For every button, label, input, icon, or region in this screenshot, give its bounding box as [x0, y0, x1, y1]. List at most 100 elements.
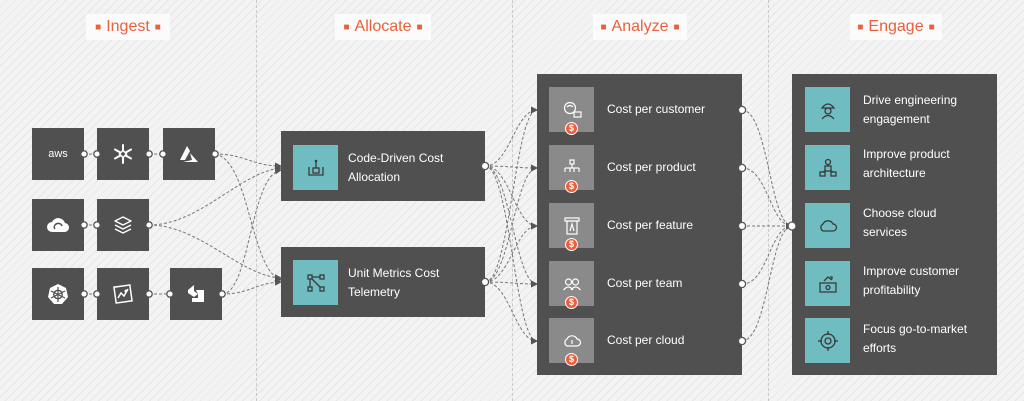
column-title-text: Ingest: [106, 18, 150, 35]
connector-node: [166, 290, 174, 298]
label-line: Improve customer: [863, 264, 960, 278]
unit-metrics-icon-tile: [293, 260, 338, 305]
column-title-analyze: ■ Analyze ■: [593, 14, 687, 40]
datadog-icon: [188, 285, 204, 302]
analyze-label: Cost per customer: [607, 102, 706, 116]
column-title-ingest: ■ Ingest ■: [86, 14, 170, 40]
code-allocation-icon-tile: [293, 145, 338, 190]
label-line: Code-Driven Cost: [348, 151, 444, 165]
connector-node: [80, 150, 88, 158]
connector-node: [737, 336, 747, 346]
connector-node: [737, 163, 747, 173]
connector-node: [145, 290, 153, 298]
snowflake-icon: [114, 144, 132, 164]
source-datadog: [170, 268, 222, 320]
feature-icon: [563, 216, 580, 235]
analyze-label: Cost per product: [607, 160, 696, 174]
source-aws: aws: [32, 128, 84, 180]
label-line: profitability: [863, 283, 921, 297]
engage-label: Improve product architecture: [863, 145, 950, 183]
aws-icon: aws: [48, 148, 68, 160]
connector-node: [159, 150, 167, 158]
label-line: architecture: [863, 166, 926, 180]
target-icon: [817, 330, 838, 351]
source-kubernetes: [32, 268, 84, 320]
column-title-text: Engage: [868, 18, 924, 35]
label-line: Choose cloud: [863, 206, 937, 220]
engage-label: Focus go-to-market efforts: [863, 320, 967, 358]
architecture-icon-tile: [805, 145, 850, 190]
bullet-icon: ■: [343, 21, 350, 33]
bullet-icon: ■: [154, 21, 161, 33]
column-title-engage: ■ Engage ■: [850, 14, 942, 40]
label-line: engagement: [863, 112, 930, 126]
customer-icon: [563, 101, 582, 118]
connector-node: [93, 290, 101, 298]
new-relic-icon: [113, 284, 133, 304]
code-allocation-icon: [307, 159, 324, 176]
engineer-icon-tile: [805, 87, 850, 132]
source-google-cloud: [32, 199, 84, 251]
unit-metrics-icon: [306, 273, 325, 292]
layers-icon: [114, 216, 132, 234]
connector-node: [480, 277, 490, 287]
label-line: Telemetry: [348, 285, 401, 299]
column-title-allocate: ■ Allocate ■: [335, 14, 431, 40]
target-icon-tile: [805, 318, 850, 363]
cloud-services-icon-tile: [805, 203, 850, 248]
analyze-label: Cost per team: [607, 276, 683, 290]
connector-node: [480, 161, 490, 171]
source-azure: [163, 128, 215, 180]
bullet-icon: ■: [416, 21, 423, 33]
allocate-label-code-driven: Code-Driven Cost Allocation: [348, 149, 443, 187]
connector-node: [80, 221, 88, 229]
google-cloud-icon: [47, 218, 70, 233]
label-line: Unit Metrics Cost: [348, 266, 440, 280]
label-line: efforts: [863, 341, 897, 355]
cloud-icon: [563, 334, 581, 347]
bullet-icon: ■: [928, 21, 935, 33]
connector-node: [93, 221, 101, 229]
column-title-text: Allocate: [354, 18, 412, 35]
label-line: Focus go-to-market: [863, 322, 968, 336]
analyze-label: Cost per feature: [607, 218, 694, 232]
dollar-coin-icon: $: [565, 122, 578, 135]
team-icon: [562, 277, 581, 290]
allocate-label-unit-metrics: Unit Metrics Cost Telemetry: [348, 264, 439, 302]
profitability-icon-tile: [805, 261, 850, 306]
dollar-coin-icon: $: [565, 353, 578, 366]
label-line: Drive engineering: [863, 93, 958, 107]
dollar-coin-icon: $: [565, 296, 578, 309]
bullet-icon: ■: [95, 21, 102, 33]
connector-node: [737, 221, 747, 231]
connector-node: [737, 105, 747, 115]
connector-node: [737, 279, 747, 289]
connector-node: [93, 150, 101, 158]
analyze-label: Cost per cloud: [607, 333, 685, 347]
column-divider: [768, 0, 769, 401]
column-title-text: Analyze: [611, 18, 669, 35]
label-line: services: [863, 225, 908, 239]
engineer-icon: [820, 102, 835, 119]
connector-node: [211, 150, 219, 158]
bullet-icon: ■: [857, 21, 864, 33]
engage-label: Drive engineering engagement: [863, 91, 957, 129]
column-divider: [256, 0, 257, 401]
engage-label: Improve customer profitability: [863, 262, 959, 300]
connector-node: [787, 221, 797, 231]
hierarchy-icon: [563, 158, 580, 172]
column-divider: [512, 0, 513, 401]
bullet-icon: ■: [600, 21, 607, 33]
source-new-relic: [97, 268, 149, 320]
connector-node: [218, 290, 226, 298]
connector-node: [145, 150, 153, 158]
kubernetes-icon: [48, 284, 68, 304]
bullet-icon: ■: [673, 21, 680, 33]
source-layers: [97, 199, 149, 251]
cloud-icon: [819, 219, 837, 232]
label-line: Improve product: [863, 147, 950, 161]
engage-label: Choose cloud services: [863, 204, 936, 242]
connector-node: [145, 221, 153, 229]
